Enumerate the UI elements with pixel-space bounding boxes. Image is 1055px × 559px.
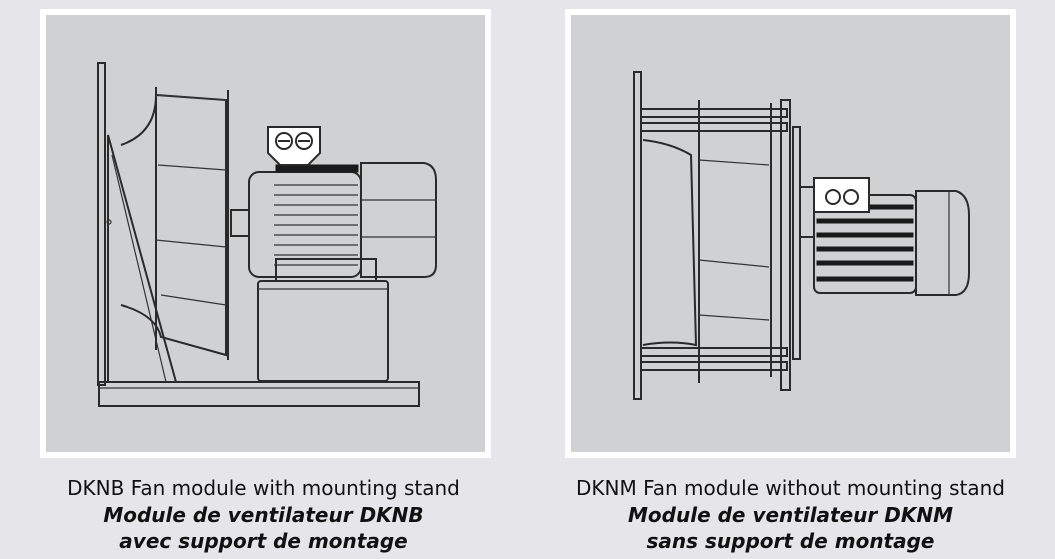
- dknb-caption-fr-line2: avec support de montage: [119, 529, 408, 553]
- motor-fins: [816, 204, 914, 282]
- inlet-plate: [633, 71, 642, 400]
- dknm-caption: DKNM Fan module without mounting stand M…: [527, 474, 1054, 554]
- dknb-caption-fr-line1: Module de ventilateur DKNB: [103, 503, 424, 527]
- shaft: [230, 209, 250, 237]
- dknb-caption: DKNB Fan module with mounting stand Modu…: [0, 474, 527, 554]
- dknb-caption-en: DKNB Fan module with mounting stand: [67, 476, 460, 500]
- stand-base: [98, 381, 420, 407]
- impeller: [642, 139, 698, 347]
- frame-bar-bottom: [640, 347, 788, 357]
- panel-dknm: DKNM Fan module without mounting stand M…: [527, 0, 1054, 559]
- motor-fan-cover: [360, 162, 437, 278]
- dknb-fan-drawing: [97, 62, 437, 407]
- dknm-fan-drawing: [633, 71, 970, 400]
- motor-fan-cover: [915, 190, 970, 296]
- stand-block: [257, 280, 389, 382]
- dknm-caption-en: DKNM Fan module without mounting stand: [576, 476, 1005, 500]
- impeller: [120, 93, 227, 357]
- inlet-plate: [97, 62, 106, 386]
- dknm-caption-fr-line1: Module de ventilateur DKNM: [628, 503, 953, 527]
- dknb-drawing-frame: [40, 9, 491, 458]
- dknm-drawing-frame: [565, 9, 1016, 458]
- support-bracket: [107, 134, 178, 383]
- frame-bar-top: [640, 108, 788, 118]
- motor-fins: [274, 184, 358, 266]
- terminal-box: [813, 177, 870, 213]
- dknm-drawing-background: [571, 15, 1010, 452]
- flange: [780, 99, 791, 391]
- shaft: [799, 186, 815, 238]
- panel-dknb: DKNB Fan module with mounting stand Modu…: [0, 0, 527, 559]
- motor-top-strip: [275, 164, 359, 173]
- dknb-drawing-background: [46, 15, 485, 452]
- terminal-box: [267, 126, 321, 166]
- dknm-caption-fr-line2: sans support de montage: [646, 529, 935, 553]
